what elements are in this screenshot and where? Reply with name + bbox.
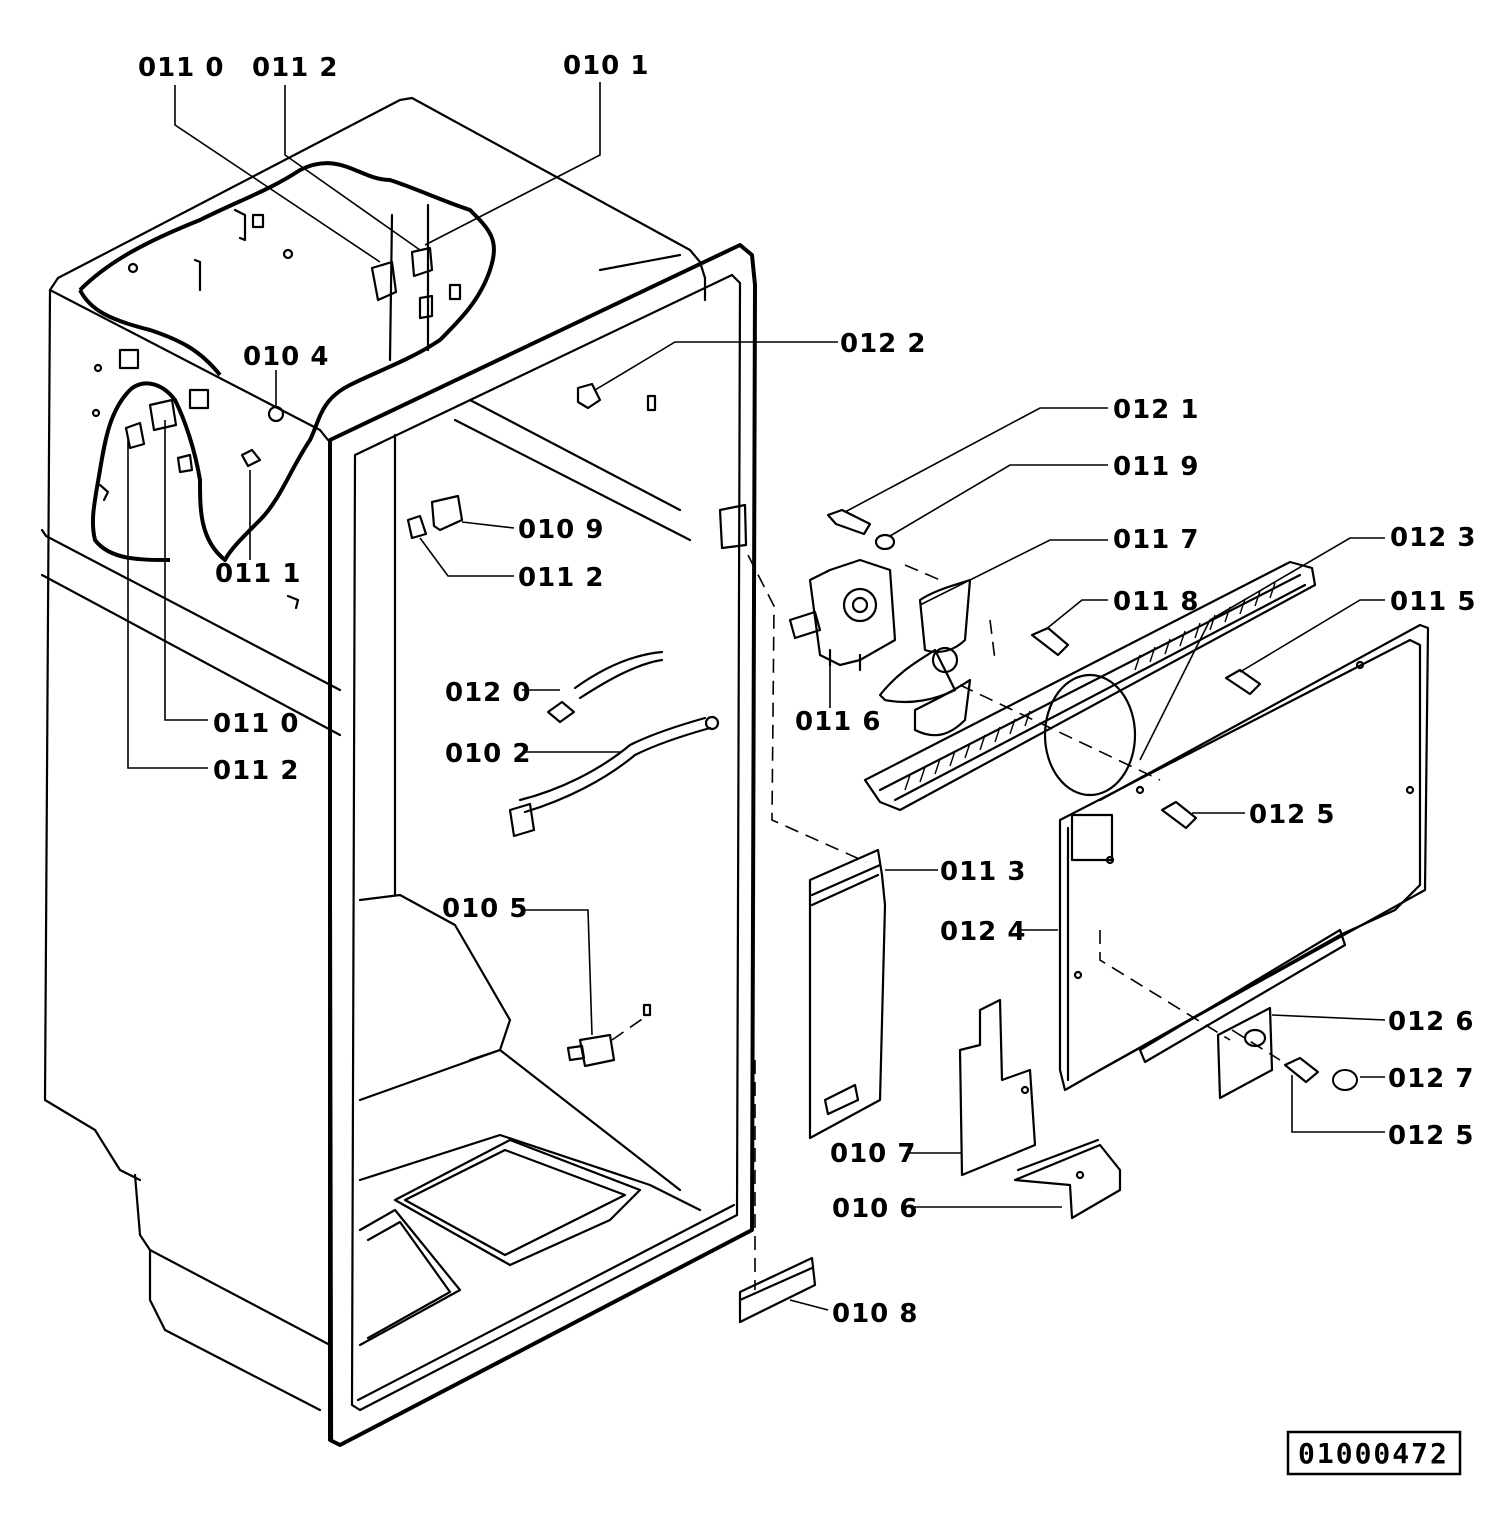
label-0106: 010 6 xyxy=(832,1194,918,1224)
label-0121: 012 1 xyxy=(1113,395,1199,425)
label-0105: 010 5 xyxy=(442,894,528,924)
label-0112-mid: 011 2 xyxy=(518,563,604,593)
label-0111: 011 1 xyxy=(215,559,301,589)
label-0110-left: 011 0 xyxy=(213,709,299,739)
label-0102: 010 2 xyxy=(445,739,531,769)
part-labels: 011 0 011 2 010 1 010 4 012 2 012 1 011 … xyxy=(138,51,1476,1329)
label-0107: 010 7 xyxy=(830,1139,916,1169)
label-0119: 011 9 xyxy=(1113,452,1199,482)
label-0113: 011 3 xyxy=(940,857,1026,887)
document-number-box: 01000472 xyxy=(1286,1430,1462,1476)
label-0117: 011 7 xyxy=(1113,525,1199,555)
cabinet-body xyxy=(40,96,757,1447)
label-0108: 010 8 xyxy=(832,1299,918,1329)
label-0101: 010 1 xyxy=(563,51,649,81)
document-number: 01000472 xyxy=(1298,1437,1449,1470)
label-0125-low: 012 5 xyxy=(1388,1121,1474,1151)
label-0120: 012 0 xyxy=(445,678,531,708)
label-0124: 012 4 xyxy=(940,917,1026,947)
label-0116: 011 6 xyxy=(795,707,881,737)
label-0123: 012 3 xyxy=(1390,523,1476,553)
label-0122: 012 2 xyxy=(840,329,926,359)
label-0110-top: 011 0 xyxy=(138,53,224,83)
label-0104: 010 4 xyxy=(243,342,329,372)
leader-lines xyxy=(127,82,1386,1311)
fan-assembly xyxy=(788,508,1430,1072)
label-0112-left: 011 2 xyxy=(213,756,299,786)
label-0127: 012 7 xyxy=(1388,1064,1474,1094)
label-0109: 010 9 xyxy=(518,515,604,545)
label-0118: 011 8 xyxy=(1113,587,1199,617)
label-0125-mid: 012 5 xyxy=(1249,800,1335,830)
label-0115: 011 5 xyxy=(1390,587,1476,617)
rear-panel xyxy=(1058,638,1422,1092)
small-parts xyxy=(738,554,1358,1324)
label-0126: 012 6 xyxy=(1388,1007,1474,1037)
label-0112-top: 011 2 xyxy=(252,53,338,83)
